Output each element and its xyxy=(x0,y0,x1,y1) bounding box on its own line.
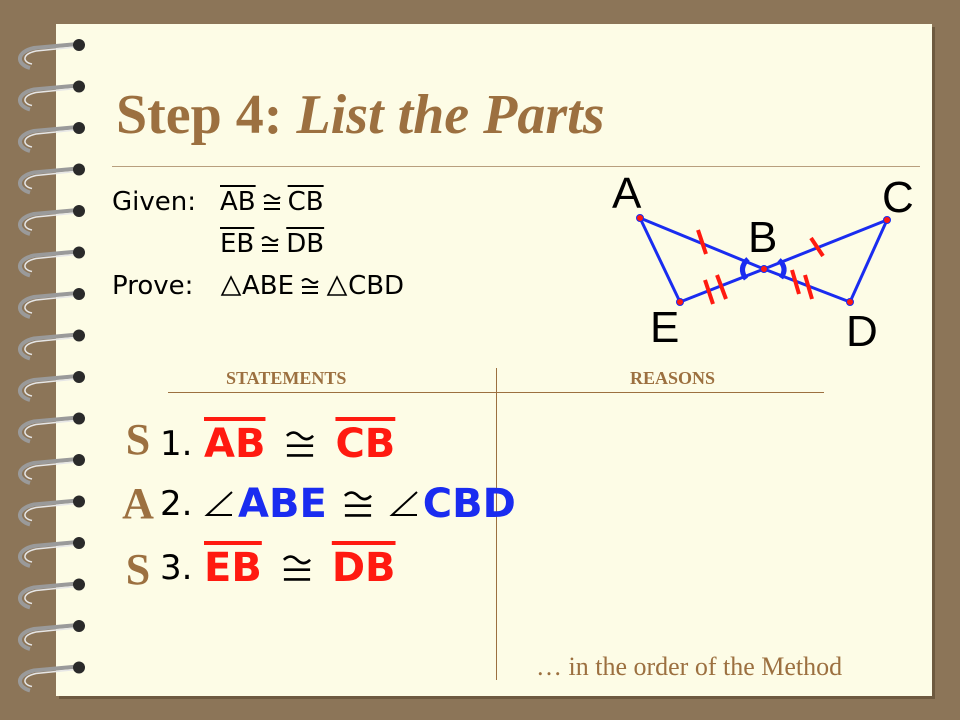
vertex-label-e: E xyxy=(650,303,679,352)
statement-3-right: DB xyxy=(331,545,396,591)
binding-ring xyxy=(18,39,85,70)
sas-letter-1: S xyxy=(125,415,151,464)
tick-db-2 xyxy=(803,274,814,300)
statement-number: 1. xyxy=(160,424,193,464)
tick-db-1 xyxy=(790,269,801,295)
binding-ring xyxy=(18,661,85,693)
statement-1-right: CB xyxy=(335,421,396,467)
statement-row-3: 3. EB DB xyxy=(160,540,396,596)
angle-icon xyxy=(204,491,233,516)
slide-page xyxy=(56,24,932,696)
prove-label: Prove: xyxy=(112,271,194,301)
given-prove-block: Given: AB CB EB DB Prove: ABE CBD xyxy=(112,178,472,308)
given-1-right: CB xyxy=(287,187,324,217)
binding-ring xyxy=(18,122,85,153)
angle-abe-arc xyxy=(740,257,750,281)
given-1-left: AB xyxy=(220,187,256,217)
congruent-symbol-icon xyxy=(262,194,281,210)
prove-left: ABE xyxy=(242,271,295,301)
binding-ring xyxy=(18,620,85,651)
segment-ae xyxy=(638,217,682,303)
tick-eb-1 xyxy=(703,279,715,305)
binding-ring xyxy=(18,246,85,278)
congruent-symbol-icon xyxy=(286,431,315,457)
title-text: List the Parts xyxy=(296,84,605,146)
binding-ring xyxy=(18,288,85,319)
triangle-icon xyxy=(326,275,348,296)
congruent-symbol-icon xyxy=(343,491,372,517)
binding-ring xyxy=(18,205,85,236)
binding-ring xyxy=(18,537,85,568)
binding-ring xyxy=(18,163,85,195)
given-row-2: EB DB xyxy=(112,224,324,264)
vertical-angle-arcs xyxy=(740,257,787,281)
statement-2-left: ABE xyxy=(238,481,327,527)
statement-1-left: AB xyxy=(204,421,266,467)
method-footnote: … in the order of the Method xyxy=(536,652,843,681)
binding-ring xyxy=(18,454,85,485)
binding-ring xyxy=(18,412,85,444)
side-tick-marks xyxy=(696,229,825,305)
tick-ab xyxy=(696,229,708,255)
tick-cb xyxy=(809,236,825,258)
triangle-icon xyxy=(220,275,242,296)
sas-letter-3: S xyxy=(125,545,151,594)
sas-letter-2: A xyxy=(122,479,154,528)
vertex-label-a: A xyxy=(612,169,642,218)
spiral-binding xyxy=(18,39,85,693)
binding-ring xyxy=(18,329,85,361)
statement-2-right: CBD xyxy=(422,481,516,527)
binding-ring xyxy=(18,371,85,402)
vertex-label-b: B xyxy=(748,213,777,262)
prove-row: Prove: ABE CBD xyxy=(112,266,404,306)
congruent-symbol-icon xyxy=(301,278,319,294)
segment-cd xyxy=(848,219,889,303)
reasons-header: REASONS xyxy=(630,368,716,388)
title-step: Step 4: xyxy=(116,84,283,146)
given-label: Given: xyxy=(112,187,196,217)
congruent-symbol-icon xyxy=(282,555,311,581)
statement-row-1: 1. AB CB xyxy=(160,416,395,472)
binding-ring xyxy=(18,80,85,112)
title-divider xyxy=(112,166,920,167)
prove-right: CBD xyxy=(348,271,405,301)
given-row-1: Given: AB CB xyxy=(112,182,324,222)
statement-3-left: EB xyxy=(204,545,262,591)
vertex-label-d: D xyxy=(846,307,878,356)
congruent-symbol-icon xyxy=(261,236,279,252)
statements-header: STATEMENTS xyxy=(226,368,347,388)
statement-number: 2. xyxy=(160,484,193,524)
diagram-vertices xyxy=(636,214,891,306)
given-2-left: EB xyxy=(220,229,255,259)
angle-cbd-arc xyxy=(777,258,787,280)
binding-ring xyxy=(18,495,85,527)
table-column-rule xyxy=(496,368,497,680)
tick-eb-2 xyxy=(715,274,728,300)
slide-title: Step 4: List the Parts xyxy=(116,80,604,150)
statement-row-2: 2. ABE CBD xyxy=(160,476,516,532)
binding-ring xyxy=(18,578,85,610)
vertex-label-c: C xyxy=(882,173,914,222)
segment-cb xyxy=(763,218,888,271)
given-2-right: DB xyxy=(286,229,325,259)
triangle-diagram: A B C D E xyxy=(612,169,914,356)
angle-icon xyxy=(389,491,418,516)
statement-number: 3. xyxy=(160,548,193,588)
